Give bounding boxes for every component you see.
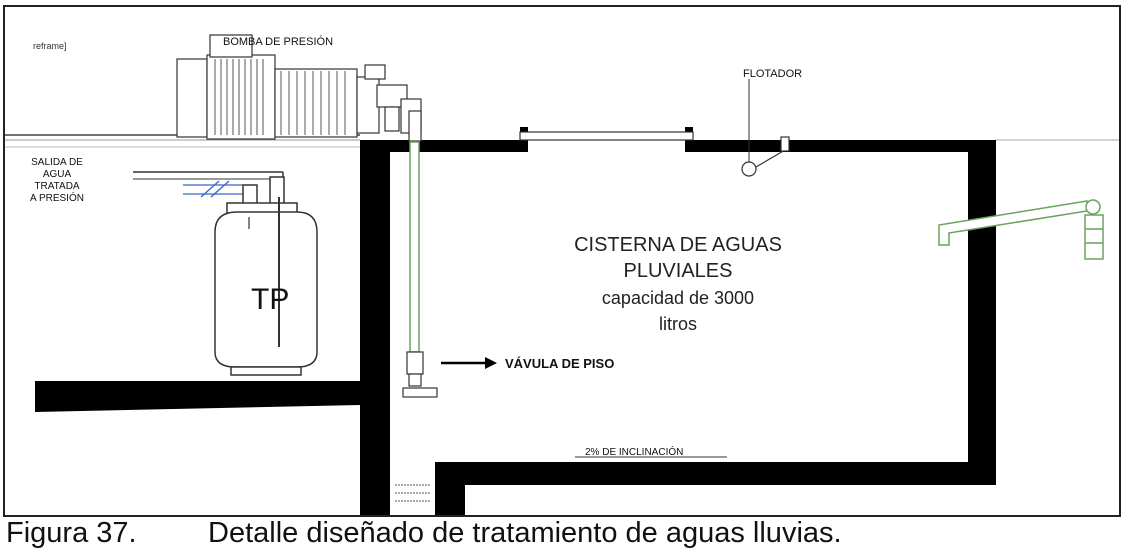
suction-pipe [408, 110, 422, 353]
svg-text:SALIDA DE: SALIDA DE [31, 157, 83, 168]
caption-text: Detalle diseñado de tratamiento de aguas… [208, 517, 842, 549]
inlet-pipe [938, 199, 1104, 260]
floor-slab [35, 381, 360, 412]
manhole-cover [519, 131, 694, 141]
svg-text:AGUA: AGUA [43, 169, 72, 180]
svg-text:CISTERNA DE AGUAS: CISTERNA DE AGUAS [574, 234, 782, 256]
cistern-label: CISTERNA DE AGUAS PLUVIALES capacidad de… [574, 234, 782, 334]
pressure-tank [214, 176, 318, 376]
drain-hatch [392, 477, 432, 513]
slope-label: 2% DE INCLINACIÓN [585, 445, 683, 458]
cistern-diagram: reframe] [5, 34, 1119, 515]
pressure-pump [176, 34, 422, 140]
svg-text:litros: litros [659, 314, 697, 334]
pump-label: BOMBA DE PRESIÓN [223, 35, 333, 48]
float-label: FLOTADOR [743, 68, 802, 80]
figure-caption: Figura 37. Detalle diseñado de tratamient… [6, 517, 842, 550]
svg-text:TRATADA: TRATADA [34, 181, 80, 192]
outlet-pipe [133, 171, 284, 198]
svg-text:A PRESIÓN: A PRESIÓN [30, 191, 84, 204]
diagram-frame: reframe] [3, 5, 1121, 517]
outlet-label: SALIDA DE AGUA TRATADA A PRESIÓN [30, 157, 84, 204]
tank-label: TP [251, 283, 289, 316]
valve-arrow [441, 357, 497, 369]
svg-text:PLUVIALES: PLUVIALES [624, 260, 733, 282]
frame-label: reframe] [33, 41, 67, 51]
float [741, 79, 790, 177]
cistern-walls [360, 127, 996, 515]
valve-label: VÁVULA DE PISO [505, 356, 614, 371]
caption-number: Figura 37. [6, 517, 137, 549]
foot-valve [402, 351, 438, 398]
svg-text:capacidad de 3000: capacidad de 3000 [602, 288, 754, 308]
